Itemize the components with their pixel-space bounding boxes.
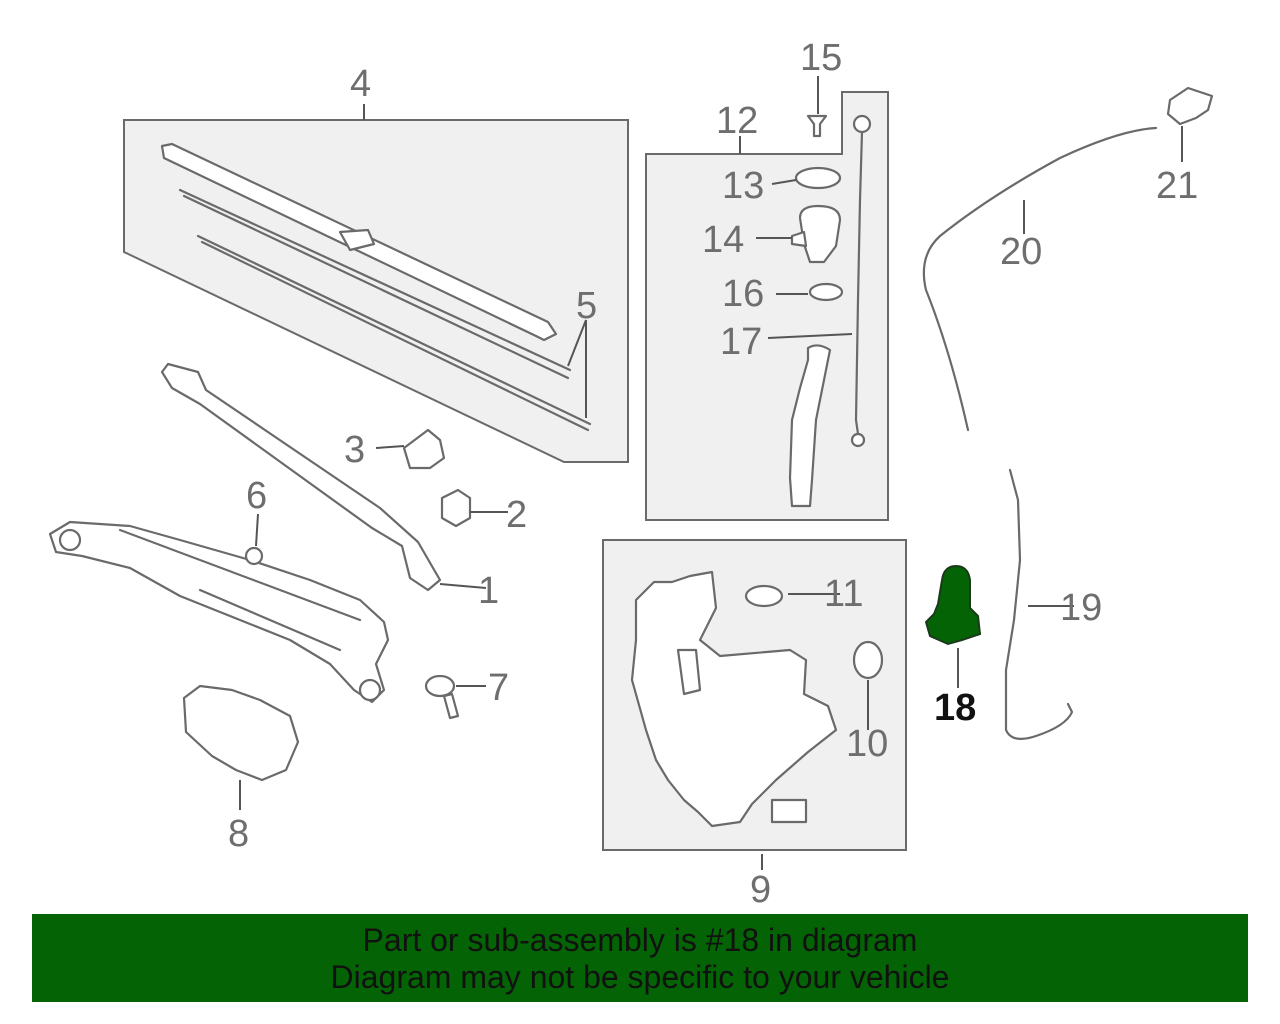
info-banner: Part or sub-assembly is #18 in diagram D… [32, 914, 1248, 1002]
callout-9: 9 [750, 869, 771, 910]
banner-line-part: Part or sub-assembly is #18 in diagram [362, 922, 918, 958]
callout-20: 20 [1000, 231, 1042, 273]
callout-14: 14 [702, 219, 744, 261]
callout-5: 5 [576, 285, 597, 327]
callout-2: 2 [506, 494, 527, 536]
hose-connector [1166, 86, 1214, 126]
parts-diagram: 1 2 3 4 5 6 7 8 9 10 11 12 13 14 15 16 1… [48, 37, 1214, 910]
clip [806, 114, 828, 138]
wiper-linkage [48, 520, 390, 704]
inlet-group [645, 91, 889, 521]
bolt [424, 674, 460, 720]
callout-11: 11 [824, 573, 863, 615]
callouts: 1 2 3 4 5 6 7 8 9 10 11 12 13 14 15 16 1… [228, 37, 1198, 910]
callout-19: 19 [1060, 587, 1102, 629]
callout-21: 21 [1156, 165, 1198, 207]
callout-7: 7 [488, 667, 509, 709]
wiper-blade-group [123, 119, 629, 463]
arm-cap [402, 428, 446, 470]
wiper-motor [182, 684, 300, 782]
callout-4: 4 [350, 63, 371, 105]
callout-12: 12 [716, 100, 758, 142]
washer-pump-18 [924, 564, 982, 646]
reservoir-group [602, 539, 907, 851]
callout-1: 1 [478, 570, 499, 612]
callout-3: 3 [344, 429, 365, 471]
callout-10: 10 [846, 723, 888, 765]
callout-16: 16 [722, 273, 764, 315]
callout-8: 8 [228, 813, 249, 855]
callout-18: 18 [934, 687, 976, 729]
callout-17: 17 [720, 321, 762, 363]
arm-nut [440, 488, 472, 528]
callout-15: 15 [800, 37, 842, 79]
callout-13: 13 [722, 165, 764, 207]
hose-20 [922, 126, 1158, 432]
callout-6: 6 [246, 475, 267, 517]
leader-lines [239, 76, 1183, 870]
banner-line-disclaimer: Diagram may not be specific to your vehi… [330, 959, 950, 995]
wiper-arm [160, 362, 442, 592]
hose-19 [1004, 468, 1074, 741]
